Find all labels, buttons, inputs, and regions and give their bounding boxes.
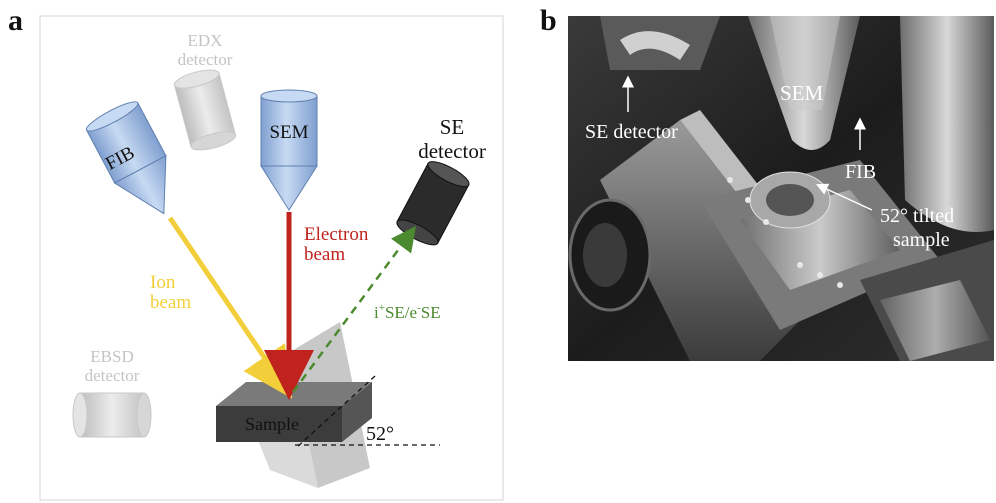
edx-label-line1: EDX — [188, 31, 223, 50]
ion-beam-arrow — [167, 216, 293, 399]
electron-beam-label-line1: Electron — [304, 224, 369, 245]
ion-beam-label-line1: Ion — [150, 272, 176, 293]
ebsd-detector-icon — [72, 392, 152, 438]
sample-label: Sample — [245, 414, 299, 434]
se-detector-label-line1: SE — [440, 115, 465, 139]
photo-tilted-label-line2: sample — [893, 229, 950, 251]
ion-beam-label-line2: beam — [150, 292, 191, 313]
ebsd-label-line1: EBSD — [90, 347, 133, 366]
photo-tilted-label-line1: 52° tilted — [880, 205, 954, 227]
se-signal-label: i+SE/e-SE — [374, 302, 441, 322]
edx-detector-icon — [173, 69, 237, 151]
chamber-photo — [568, 16, 994, 361]
se-detector-label-line2: detector — [418, 139, 486, 163]
angle-label: 52° — [366, 423, 394, 445]
fib-column-icon — [85, 101, 167, 215]
sem-label: SEM — [269, 122, 308, 143]
photo-sample-pointer — [815, 183, 873, 211]
photo-fib-label: FIB — [845, 161, 876, 183]
sem-column-icon — [260, 89, 318, 211]
electron-beam-label-line2: beam — [304, 244, 345, 265]
photo-sem-label: SEM — [780, 81, 824, 105]
edx-label-line2: detector — [178, 50, 233, 69]
panel-label-a: a — [8, 4, 23, 37]
photo-se-detector-label: SE detector — [585, 121, 678, 143]
ebsd-label-line2: detector — [85, 366, 140, 385]
se-signal-arrow — [291, 225, 416, 393]
panel-label-b: b — [540, 4, 557, 37]
